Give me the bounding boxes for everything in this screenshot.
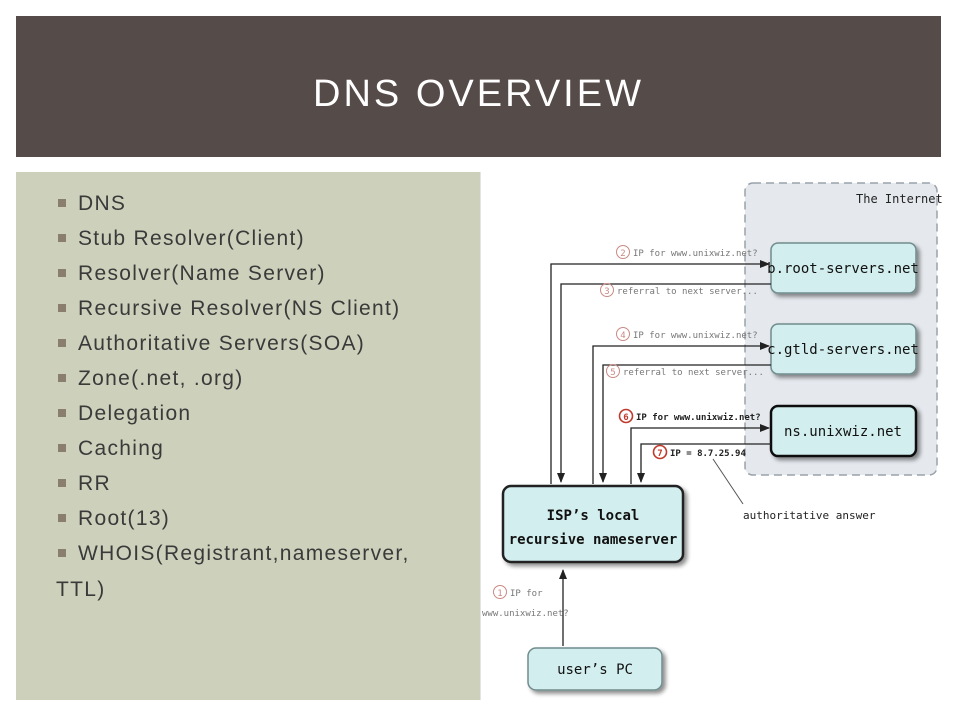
step-3-label: 3 referral to next server... bbox=[600, 283, 758, 297]
step-7-text: IP = 8.7.25.94 bbox=[670, 449, 746, 459]
bullet-item: Recursive Resolver(NS Client) bbox=[56, 291, 480, 326]
bullet-text: Authoritative Servers(SOA) bbox=[78, 332, 366, 355]
root-server-node bbox=[770, 242, 917, 294]
bullet-square-icon bbox=[58, 549, 66, 557]
step-1-badge-icon bbox=[493, 585, 507, 599]
bullet-list: DNS Stub Resolver(Client) Resolver(Name … bbox=[56, 186, 480, 571]
step-1-text-line2: www.unixwiz.net? bbox=[482, 609, 569, 619]
bullet-panel: DNS Stub Resolver(Client) Resolver(Name … bbox=[16, 172, 480, 700]
step-7-badge-icon bbox=[652, 444, 668, 460]
bullet-square-icon bbox=[58, 479, 66, 487]
bullet-continuation: TTL) bbox=[56, 578, 106, 601]
isp-resolver-node bbox=[501, 484, 685, 564]
arrow-step-3 bbox=[557, 283, 771, 483]
step-5-badge-icon bbox=[606, 364, 620, 378]
bullet-text: Delegation bbox=[78, 402, 192, 425]
auth-server-label: ns.unixwiz.net bbox=[784, 424, 902, 440]
user-pc-node bbox=[527, 647, 663, 691]
bullet-item: WHOIS(Registrant,nameserver, bbox=[56, 536, 480, 571]
bullet-text: Recursive Resolver(NS Client) bbox=[78, 297, 401, 320]
root-server-label: b.root-servers.net bbox=[767, 261, 919, 277]
bullet-text: Caching bbox=[78, 437, 165, 460]
bullet-item: DNS bbox=[56, 186, 480, 221]
step-4-label: 4 IP for www.unixwiz.net? bbox=[616, 327, 758, 341]
step-1-text-line1: IP for bbox=[510, 589, 543, 599]
bullet-square-icon bbox=[58, 339, 66, 347]
bullet-text: Root(13) bbox=[78, 507, 171, 530]
bullet-item: Authoritative Servers(SOA) bbox=[56, 326, 480, 361]
bullet-item: Stub Resolver(Client) bbox=[56, 221, 480, 256]
annotation-pointer bbox=[712, 458, 744, 505]
bullet-text: Stub Resolver(Client) bbox=[78, 227, 305, 250]
bullet-text: WHOIS(Registrant,nameserver, bbox=[78, 542, 410, 565]
annotation-label: authoritative answer bbox=[743, 509, 876, 522]
arrow-step-7 bbox=[637, 443, 771, 483]
bullet-text: DNS bbox=[78, 192, 127, 215]
isp-resolver-label-line1: ISP’s local bbox=[547, 508, 640, 524]
bullet-item: Caching bbox=[56, 431, 480, 466]
step-4-badge-icon bbox=[616, 327, 630, 341]
gtld-server-label: c.gtld-servers.net bbox=[767, 342, 919, 358]
step-7-label: 7 IP = 8.7.25.94 bbox=[652, 444, 746, 460]
step-4-number: 4 bbox=[620, 331, 625, 341]
bullet-square-icon bbox=[58, 444, 66, 452]
step-1-number: 1 bbox=[497, 589, 502, 599]
step-4-text: IP for www.unixwiz.net? bbox=[633, 331, 758, 341]
step-3-number: 3 bbox=[604, 287, 609, 297]
step-6-label: 6 IP for www.unixwiz.net? bbox=[618, 408, 761, 424]
bullet-item: Delegation bbox=[56, 396, 480, 431]
step-3-text: referral to next server... bbox=[617, 287, 758, 297]
bullet-item: Root(13) bbox=[56, 501, 480, 536]
step-6-text: IP for www.unixwiz.net? bbox=[636, 412, 761, 423]
gtld-server-node bbox=[770, 323, 917, 375]
step-2-badge-icon bbox=[616, 245, 630, 259]
bullet-text: RR bbox=[78, 472, 111, 495]
slide-title: DNS OVERVIEW bbox=[313, 73, 644, 115]
step-2-text: IP for www.unixwiz.net? bbox=[633, 249, 758, 259]
step-7-number: 7 bbox=[657, 449, 662, 459]
step-5-label: 5 referral to next server... bbox=[606, 364, 764, 378]
arrow-step-5 bbox=[599, 364, 771, 483]
step-5-number: 5 bbox=[610, 368, 615, 378]
step-6-badge-icon bbox=[618, 408, 634, 424]
bullet-item: Resolver(Name Server) bbox=[56, 256, 480, 291]
internet-label: The Internet bbox=[856, 192, 943, 206]
arrow-step-4 bbox=[592, 342, 770, 484]
bullet-square-icon bbox=[58, 409, 66, 417]
dns-diagram-svg: The Internet b.root-servers.net c.gtld-s… bbox=[482, 182, 943, 691]
step-2-number: 2 bbox=[620, 249, 625, 259]
arrow-step-6 bbox=[630, 424, 770, 484]
bullet-square-icon bbox=[58, 234, 66, 242]
bullet-square-icon bbox=[58, 374, 66, 382]
isp-resolver-label-line2: recursive nameserver bbox=[509, 532, 678, 548]
step-3-badge-icon bbox=[600, 283, 614, 297]
bullet-square-icon bbox=[58, 304, 66, 312]
bullet-item: RR bbox=[56, 466, 480, 501]
arrow-step-2 bbox=[550, 260, 770, 484]
bullet-square-icon bbox=[58, 514, 66, 522]
bullet-text: Resolver(Name Server) bbox=[78, 262, 326, 285]
title-bar: DNS OVERVIEW bbox=[16, 16, 941, 157]
user-pc-label: user’s PC bbox=[557, 662, 633, 678]
step-1-label: 1 IP for www.unixwiz.net? bbox=[482, 585, 569, 619]
step-5-text: referral to next server... bbox=[623, 368, 764, 378]
auth-server-node bbox=[769, 404, 918, 458]
bullet-square-icon bbox=[58, 269, 66, 277]
bullet-item: Zone(.net, .org) bbox=[56, 361, 480, 396]
step-2-label: 2 IP for www.unixwiz.net? bbox=[616, 245, 758, 259]
bullet-square-icon bbox=[58, 199, 66, 207]
dns-diagram: The Internet b.root-servers.net c.gtld-s… bbox=[480, 172, 943, 700]
bullet-text: Zone(.net, .org) bbox=[78, 367, 244, 390]
step-6-number: 6 bbox=[623, 413, 628, 423]
